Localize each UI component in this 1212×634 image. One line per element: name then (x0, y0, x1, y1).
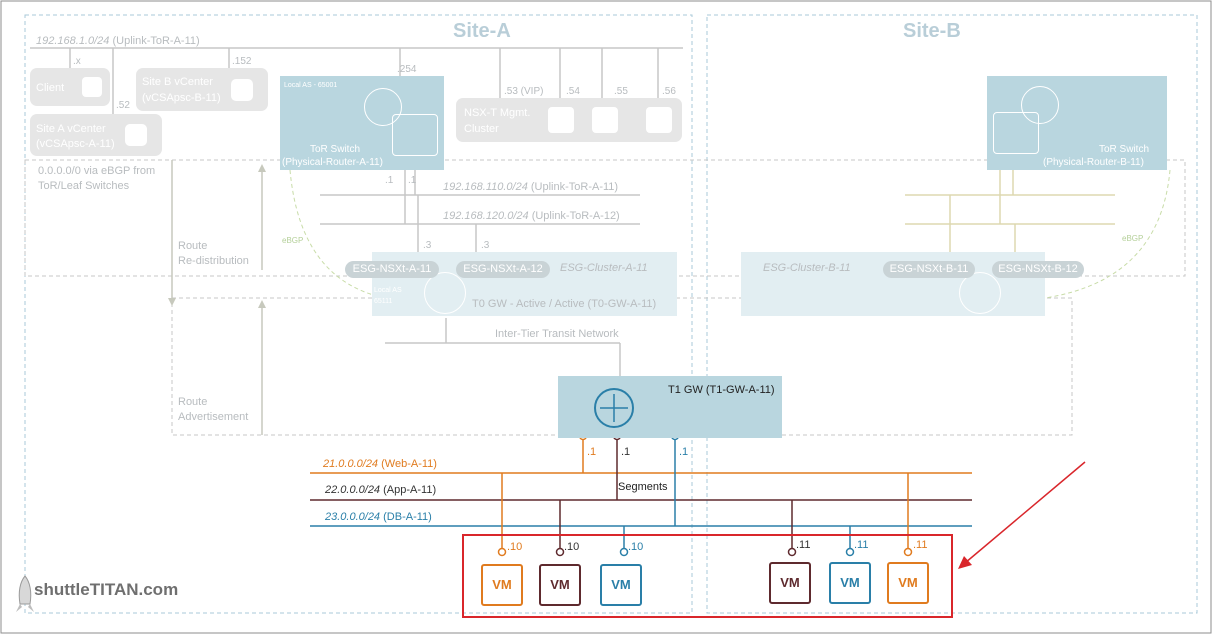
nsx-host: .56 (662, 86, 676, 97)
vm-host-label: .11 (854, 539, 869, 551)
vm-db-a-10[interactable]: VM (600, 564, 642, 606)
nsx-manager-icon (646, 107, 672, 133)
vm-web-a-10[interactable]: VM (481, 564, 523, 606)
uplink-120-label: 192.168.120.0/24 (Uplink-ToR-A-12) (443, 210, 620, 222)
router-icon (959, 272, 1001, 314)
client-host: .x (73, 56, 81, 67)
tor-a-host: .254 (397, 64, 417, 75)
router-icon (594, 388, 634, 428)
esg-node-b-11[interactable]: ESG-NSXt-B-11 (883, 261, 975, 278)
tor-switch-b[interactable]: ToR Switch (Physical-Router-B-11) (987, 76, 1167, 170)
router-icon (424, 272, 466, 314)
router-icon (1021, 86, 1059, 124)
client-box[interactable]: Client (30, 68, 110, 106)
nsx-manager-icon (592, 107, 618, 133)
switch-icon (392, 114, 438, 156)
vm-app-b-11[interactable]: VM (769, 562, 811, 604)
ebgp-label-b: eBGP (1122, 234, 1144, 243)
route-redist-line2: Re-distribution (178, 255, 249, 267)
host-label: .1 (385, 175, 394, 186)
site-b-title: Site-B (903, 20, 961, 42)
t1-gateway-box[interactable]: T1 GW (T1-GW-A-11) (558, 376, 782, 438)
t1-gateway-label: T1 GW (T1-GW-A-11) (668, 384, 775, 396)
vcenter-icon (125, 124, 147, 146)
switch-icon (993, 112, 1039, 154)
uplink-top-label: 192.168.1.0/24 (Uplink-ToR-A-11) (36, 35, 200, 47)
vm-host-label: .10 (628, 541, 644, 553)
sitea-vc-host: .52 (116, 100, 130, 111)
segment-db-label: 23.0.0.0/24 (DB-A-11) (325, 511, 432, 523)
highlight-arrow (964, 461, 1086, 564)
host-label: .3 (423, 240, 432, 251)
vm-host-label: .10 (507, 541, 523, 553)
nsx-host: .55 (614, 86, 628, 97)
vcenter-icon (231, 79, 253, 101)
vm-host-label: .11 (796, 539, 811, 551)
host-label: .3 (481, 240, 490, 251)
vm-highlight-box (462, 534, 953, 618)
nsx-host: .54 (566, 86, 580, 97)
vm-app-a-10[interactable]: VM (539, 564, 581, 606)
route-redist-line1: Route (178, 240, 208, 252)
vm-db-b-11[interactable]: VM (829, 562, 871, 604)
host-label: .1 (408, 175, 417, 186)
t1-port-web: .1 (587, 446, 597, 458)
nsx-host-vip: .53 (VIP) (504, 86, 544, 97)
segment-web-label: 21.0.0.0/24 (Web-A-11) (323, 458, 437, 470)
siteb-vc-host: .152 (232, 56, 252, 67)
t1-port-db: .1 (679, 446, 689, 458)
esg-node-a-12[interactable]: ESG-NSXt-A-12 (456, 261, 550, 278)
esg-node-a-11[interactable]: ESG-NSXt-A-11 (345, 261, 439, 278)
ebgp-label-a: eBGP (282, 236, 304, 245)
segment-app-label: 22.0.0.0/24 (App-A-11) (325, 484, 437, 496)
vm-host-label: .10 (564, 541, 580, 553)
shuttletitan-logo-text: shuttleTITAN.com (34, 580, 179, 599)
client-icon (82, 77, 102, 97)
t0-gateway-label: T0 GW - Active / Active (T0-GW-A-11) (472, 298, 657, 310)
esg-node-b-12[interactable]: ESG-NSXt-B-12 (992, 261, 1084, 278)
siteb-vcenter-box[interactable]: Site B vCenter (vCSApsc-B-11) (136, 68, 268, 111)
transit-network-label: Inter-Tier Transit Network (495, 328, 619, 340)
router-icon (364, 88, 402, 126)
vm-host-label: .11 (913, 539, 928, 551)
route-adv-line1: Route (178, 396, 208, 408)
vm-web-b-11[interactable]: VM (887, 562, 929, 604)
route-adv-line2: Advertisement (178, 411, 249, 423)
segments-label: Segments (618, 481, 668, 493)
site-a-box (24, 14, 693, 614)
tor-switch-a[interactable]: Local AS - 65001 ToR Switch (Physical-Ro… (280, 76, 444, 170)
shuttle-logo-icon (14, 574, 36, 614)
nsx-mgmt-cluster-box[interactable]: NSX-T Mgmt. Cluster (456, 98, 682, 142)
uplink-110-label: 192.168.110.0/24 (Uplink-ToR-A-11) (443, 181, 619, 193)
default-route-line1: 0.0.0.0/0 via eBGP from (38, 165, 156, 177)
site-a-title: Site-A (453, 20, 511, 42)
t1-port-app: .1 (621, 446, 631, 458)
default-route-line2: ToR/Leaf Switches (38, 180, 130, 192)
nsx-manager-icon (548, 107, 574, 133)
sitea-vcenter-box[interactable]: Site A vCenter (vCSApsc-A-11) (30, 114, 162, 156)
